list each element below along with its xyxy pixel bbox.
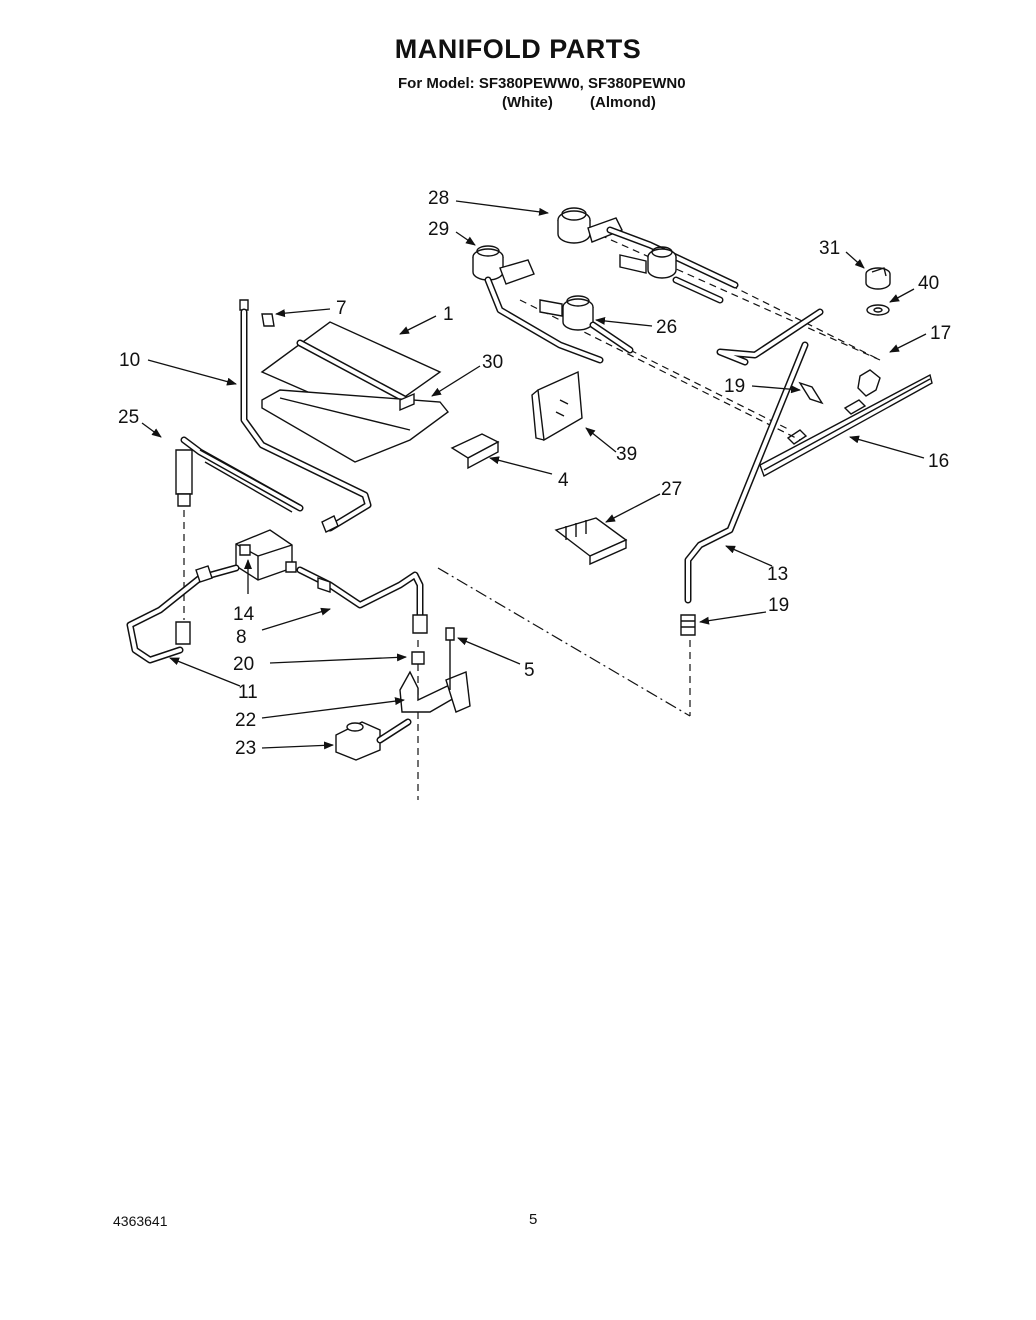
callout-27: 27 bbox=[661, 479, 682, 500]
callout-39: 39 bbox=[616, 444, 637, 465]
heat-shield-30 bbox=[261, 389, 450, 463]
broil-burner-1 bbox=[260, 321, 442, 421]
callout-1: 1 bbox=[443, 304, 454, 325]
callout-19-upper: 19 bbox=[724, 376, 745, 397]
model-numbers: For Model: SF380PEWW0, SF380PEWN0 bbox=[398, 75, 686, 92]
callout-14: 14 bbox=[233, 604, 255, 625]
callout-22: 22 bbox=[235, 710, 256, 731]
page-title: MANIFOLD PARTS bbox=[394, 34, 642, 64]
valve-bracket-22 bbox=[399, 627, 471, 713]
leader-lines bbox=[141, 200, 927, 750]
burner-28 bbox=[557, 207, 739, 289]
safety-valve-23 bbox=[335, 718, 412, 761]
callout-5: 5 bbox=[524, 660, 535, 681]
part-7-fitting bbox=[239, 299, 275, 327]
callout-31: 31 bbox=[819, 238, 840, 259]
tube-8 bbox=[296, 566, 428, 634]
callout-25: 25 bbox=[118, 407, 139, 428]
tube-10 bbox=[240, 308, 372, 533]
callout-20: 20 bbox=[233, 654, 254, 675]
callout-28: 28 bbox=[428, 188, 449, 209]
color-almond-label: (Almond) bbox=[590, 94, 656, 111]
bracket-4 bbox=[450, 433, 500, 470]
burner-29 bbox=[472, 245, 604, 364]
callout-30: 30 bbox=[482, 352, 503, 373]
tube-11 bbox=[126, 564, 240, 664]
callout-23: 23 bbox=[235, 738, 256, 759]
burner-rear-right bbox=[619, 246, 724, 304]
page-number: 5 bbox=[529, 1211, 538, 1228]
callout-29: 29 bbox=[428, 219, 449, 240]
callout-11: 11 bbox=[238, 682, 258, 703]
knob-31 bbox=[865, 267, 891, 290]
color-white-label: (White) bbox=[502, 94, 553, 111]
callout-16: 16 bbox=[928, 451, 949, 472]
callout-17: 17 bbox=[930, 323, 951, 344]
document-number: 4363641 bbox=[113, 1213, 168, 1229]
tube-13 bbox=[680, 308, 824, 636]
callout-10: 10 bbox=[119, 350, 140, 371]
manifold-pipe bbox=[759, 369, 933, 478]
bracket-39 bbox=[531, 370, 583, 442]
burner-26 bbox=[539, 295, 634, 354]
bake-burner-25 bbox=[175, 436, 304, 513]
callout-19-lower: 19 bbox=[768, 595, 789, 616]
callout-8: 8 bbox=[236, 627, 247, 648]
callout-7: 7 bbox=[336, 298, 347, 319]
callout-13: 13 bbox=[767, 564, 788, 585]
washer-40 bbox=[866, 304, 890, 316]
callout-4: 4 bbox=[558, 470, 569, 491]
callout-40: 40 bbox=[918, 273, 939, 294]
regulator-14 bbox=[235, 529, 297, 581]
callout-26: 26 bbox=[656, 317, 677, 338]
igniter-27 bbox=[554, 517, 628, 566]
